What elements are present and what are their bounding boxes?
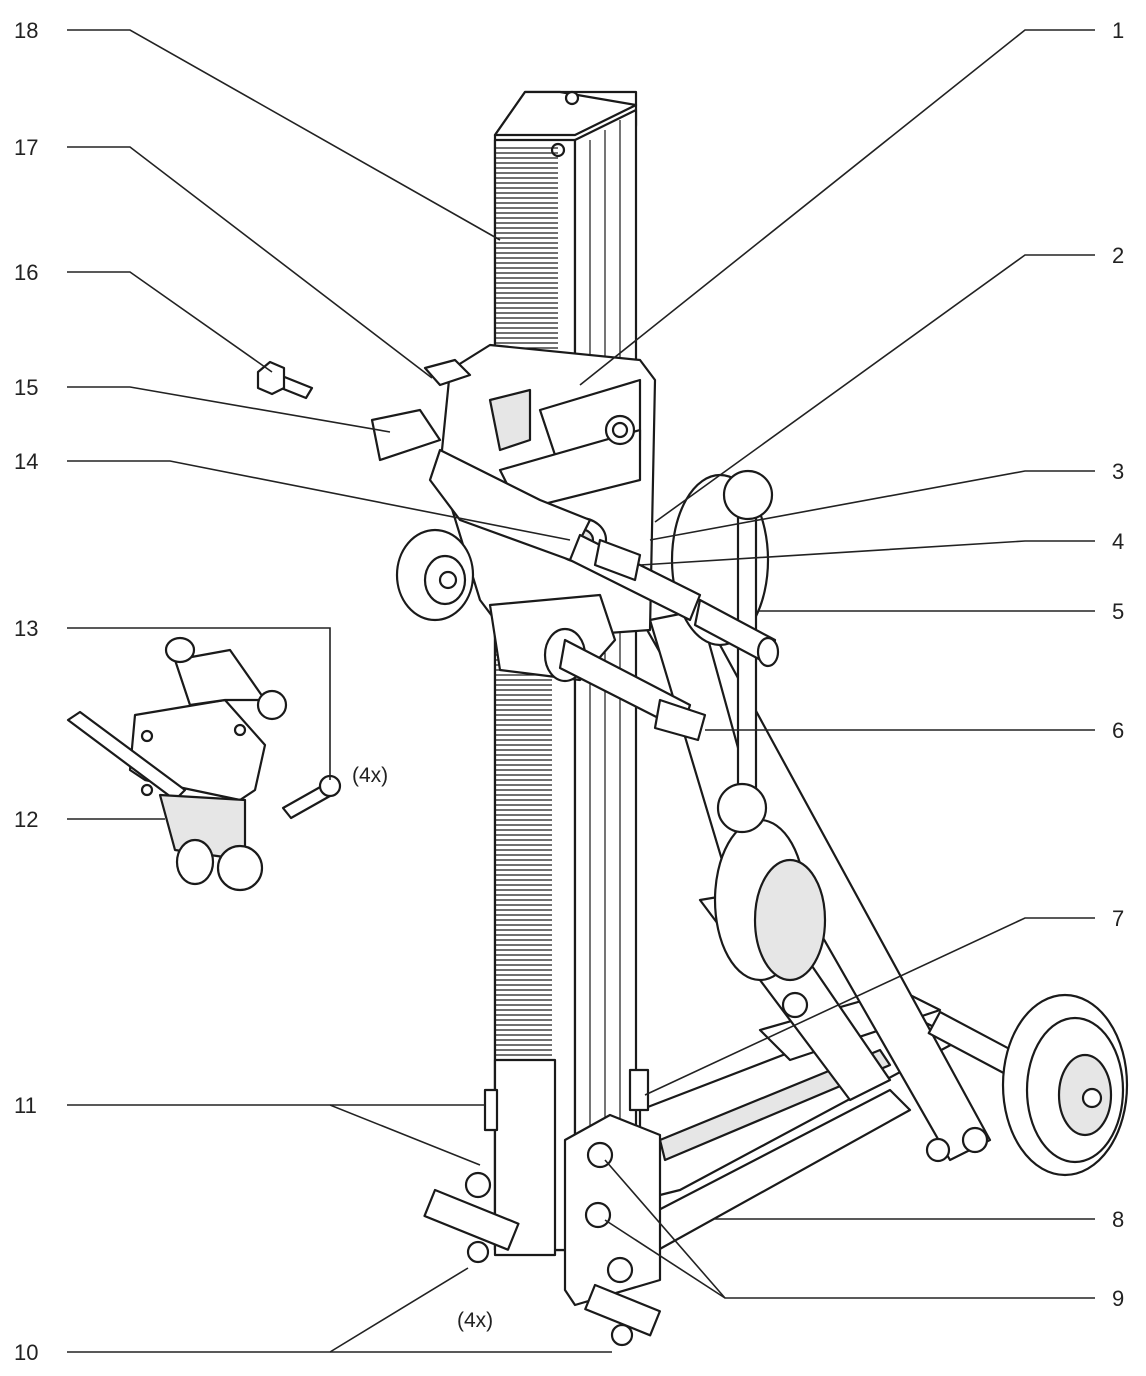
callout-3: 3	[1112, 459, 1124, 484]
callout-10: 10	[14, 1340, 38, 1365]
callout-numbers: 18 17 16 15 14 13 12 11 10 1 2 3 4 5 6 7…	[14, 18, 1124, 1365]
lower-clamp	[488, 593, 707, 742]
callout-1: 1	[1112, 18, 1124, 43]
callout-5: 5	[1112, 599, 1124, 624]
callout-14: 14	[14, 449, 38, 474]
leader-2	[654, 254, 1095, 523]
wheel-right	[927, 993, 1129, 1177]
callout-7: 7	[1112, 906, 1124, 931]
leader-14	[67, 460, 571, 541]
callout-18: 18	[14, 18, 38, 43]
callout-12: 12	[14, 807, 38, 832]
callout-17: 17	[14, 135, 38, 160]
leader-18	[67, 29, 501, 241]
column-foot	[423, 991, 989, 1347]
callout-9: 9	[1112, 1286, 1124, 1311]
bolt-detail	[256, 360, 314, 400]
leader-9b	[604, 1219, 726, 1299]
feed-handle	[568, 469, 780, 834]
screw-quantity-note: (4x)	[352, 764, 388, 787]
callout-13: 13	[14, 616, 38, 641]
leader-17	[67, 146, 433, 379]
leader-1	[579, 29, 1095, 386]
callout-6: 6	[1112, 718, 1124, 743]
leader-11	[67, 1104, 481, 1166]
callout-16: 16	[14, 260, 38, 285]
leader-3	[649, 470, 1095, 541]
callout-2: 2	[1112, 243, 1124, 268]
leader-7	[644, 917, 1095, 1096]
foot-quantity-note: (4x)	[457, 1309, 493, 1332]
leader-15	[67, 386, 391, 433]
leader-10	[67, 1267, 469, 1353]
rack-teeth-lower	[495, 649, 552, 1056]
callout-8: 8	[1112, 1207, 1124, 1232]
screw-detail	[281, 774, 342, 820]
leader-16	[67, 271, 273, 373]
pinion-hub-left	[395, 528, 475, 622]
leader-lines	[67, 29, 1095, 1353]
callout-15: 15	[14, 375, 38, 400]
callout-4: 4	[1112, 529, 1124, 554]
callout-11: 11	[14, 1093, 37, 1118]
drill-stand-illustration	[66, 90, 1129, 1347]
leader-13	[67, 627, 331, 780]
leader-4	[639, 540, 1095, 566]
roller-bracket-detail	[66, 636, 288, 892]
